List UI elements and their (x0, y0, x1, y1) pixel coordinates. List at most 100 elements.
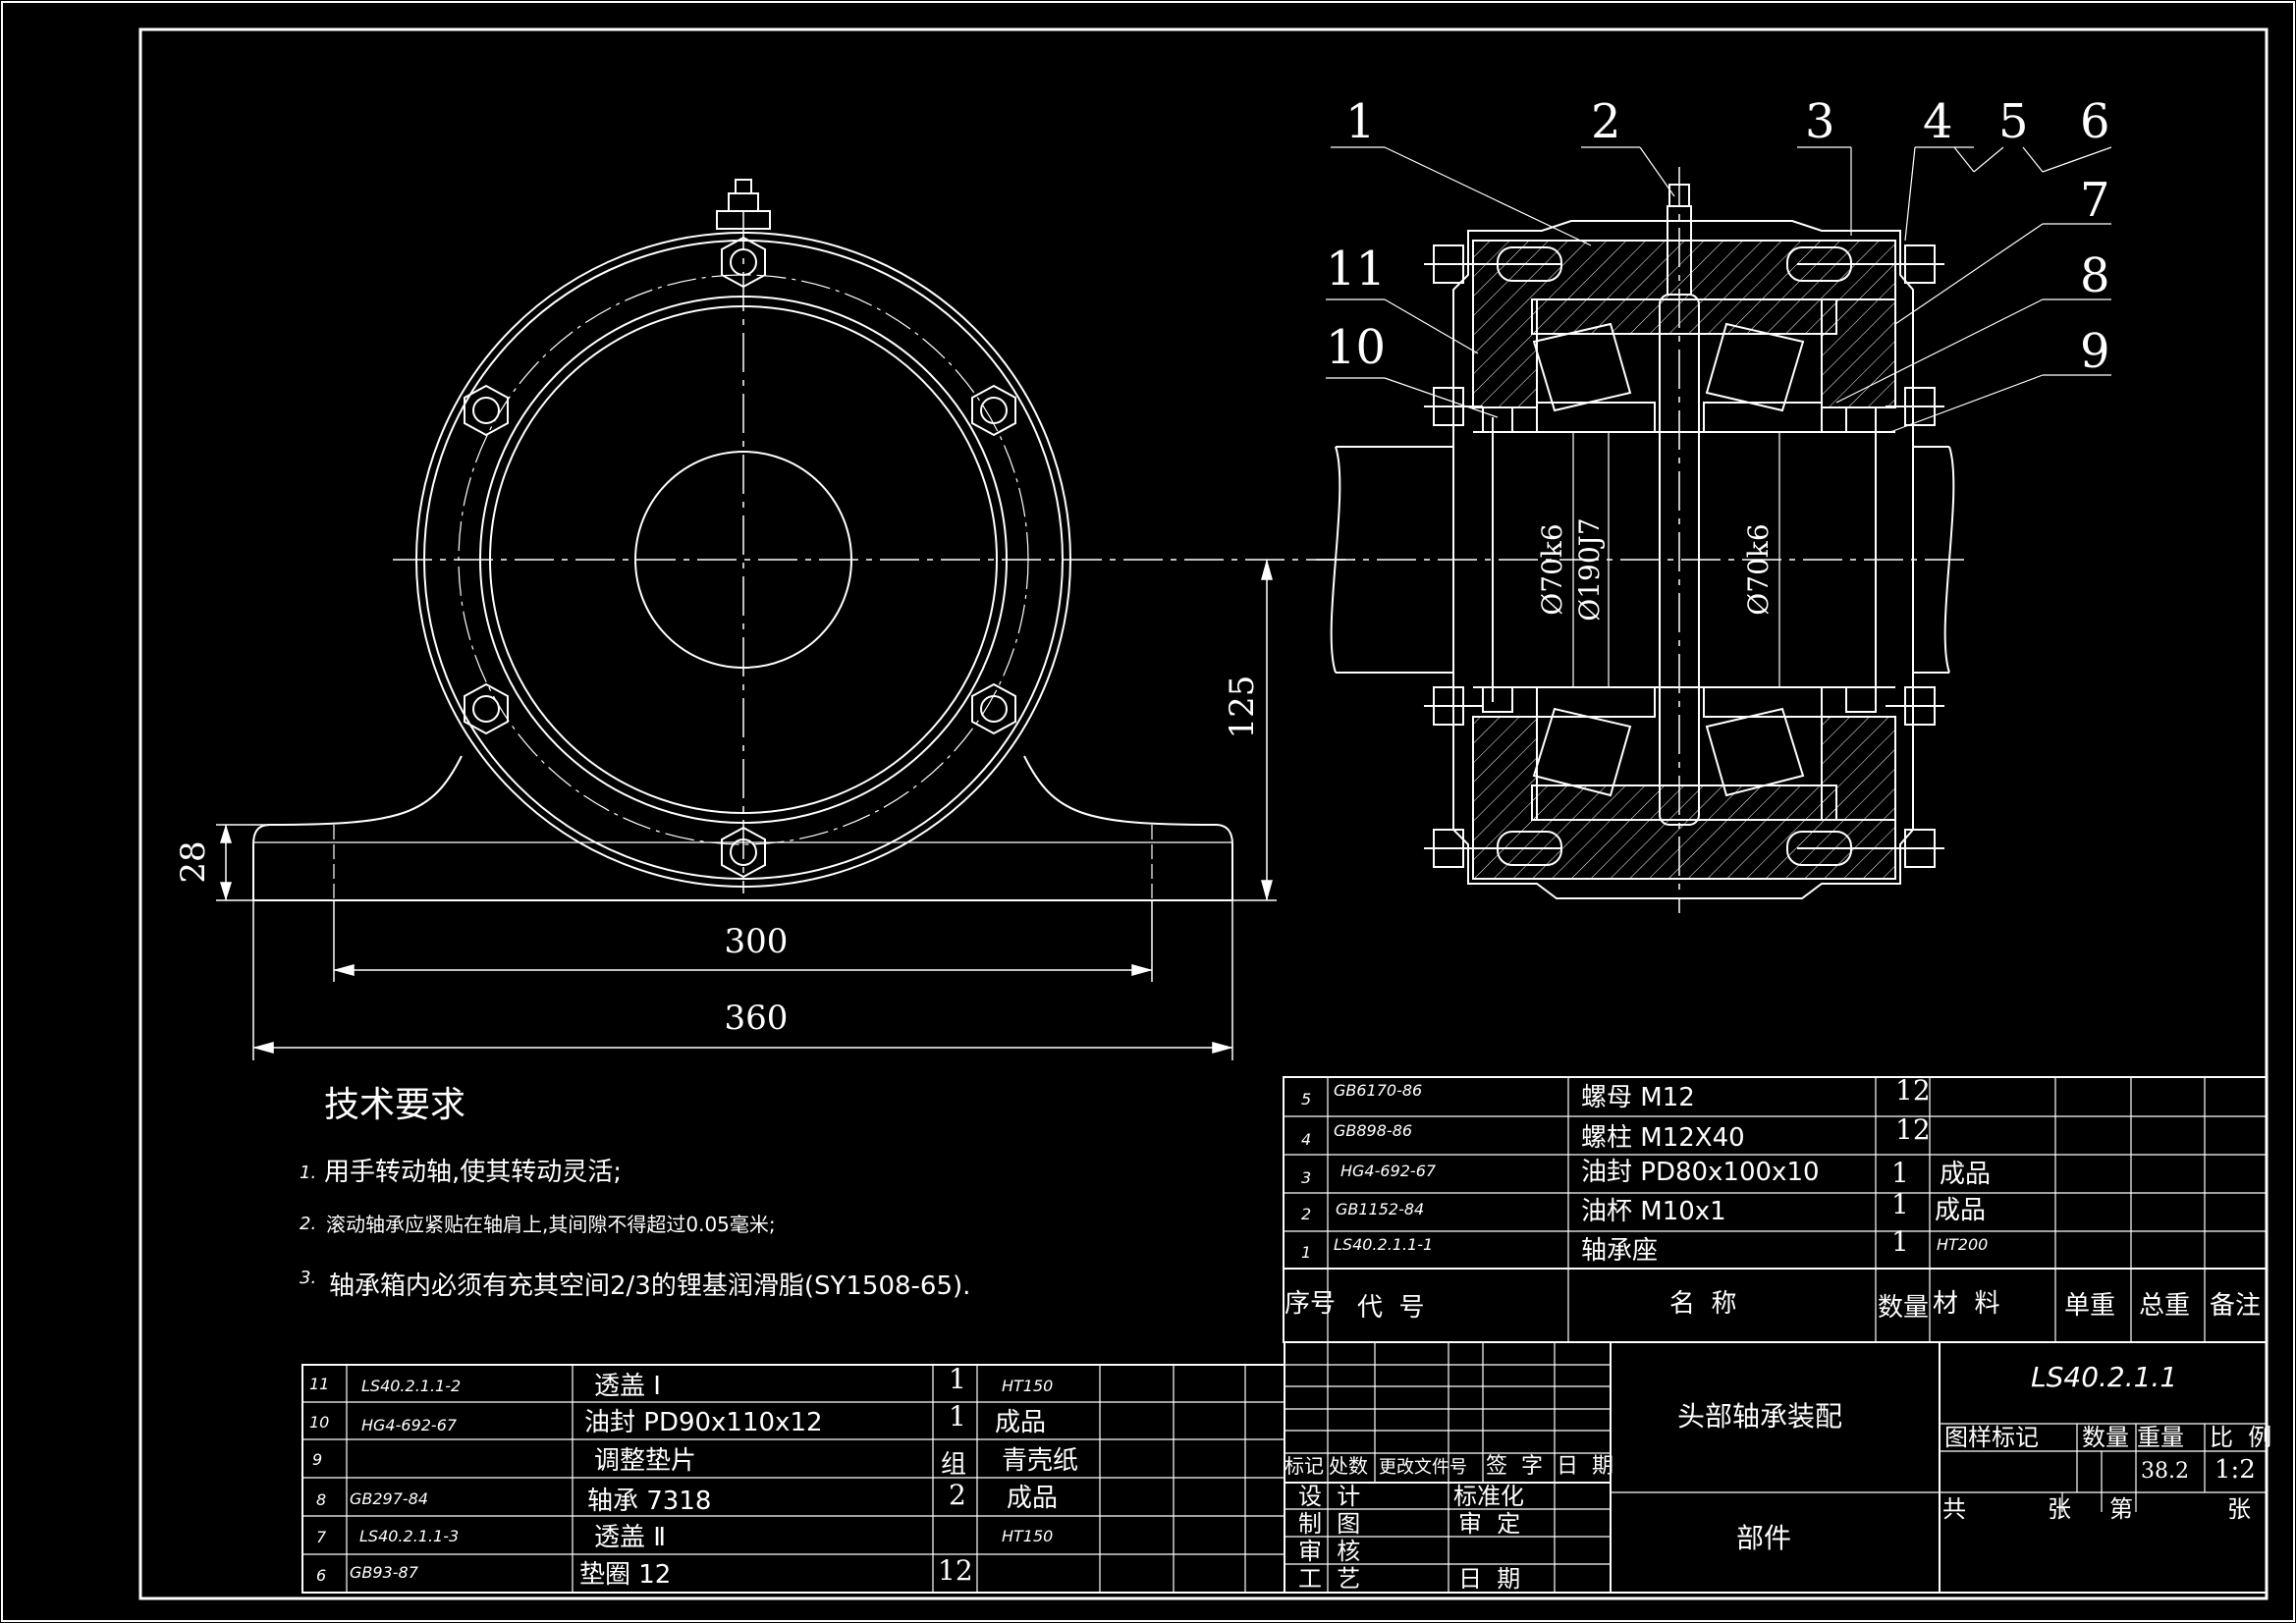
front-view (252, 179, 1355, 901)
label-total: 共 (1942, 1495, 1966, 1523)
bom-code: GB898-86 (1334, 1121, 1412, 1140)
bom-no: 2 (1301, 1205, 1311, 1223)
bom-qty: 1 (1891, 1188, 1909, 1220)
tech-item-1: 用手转动轴,使其转动灵活; (324, 1158, 622, 1187)
bom-qty: 2 (949, 1479, 966, 1511)
bom-material: 成品 (1935, 1196, 1986, 1225)
label-check: 审 核 (1298, 1538, 1360, 1565)
bom-header-no: 序号 (1285, 1289, 1336, 1319)
callout-4: 4 (1923, 94, 1953, 149)
bom-header-qty: 数量 (1878, 1293, 1929, 1323)
table-row: 7 LS40.2.1.1-3 透盖 Ⅱ HT150 (316, 1523, 1053, 1552)
label-approve: 审 定 (1458, 1510, 1520, 1538)
label-quantity: 数量 (2082, 1424, 2129, 1451)
label-design: 设 计 (1298, 1483, 1360, 1510)
dim-28: 28 (174, 840, 213, 883)
scale-value: 1:2 (2214, 1455, 2256, 1485)
bom-material: HT200 (1937, 1235, 1988, 1254)
callout-8: 8 (2080, 248, 2110, 303)
bom-no: 7 (316, 1528, 327, 1546)
bom-name: 轴承 7318 (587, 1487, 711, 1516)
bom-qty: 12 (1895, 1074, 1931, 1107)
bom-no: 9 (312, 1450, 322, 1469)
bom-name: 调整垫片 (594, 1446, 696, 1476)
drawing-number: LS40.2.1.1 (2031, 1361, 2177, 1393)
label-weight: 重量 (2137, 1424, 2184, 1451)
label-page: 第 (2109, 1495, 2133, 1523)
dim-125: 125 (1223, 676, 1262, 739)
bom-name: 透盖 Ⅱ (594, 1523, 666, 1552)
tech-item-3-no: 3. (300, 1268, 316, 1288)
label-sign: 签 字 (1486, 1454, 1543, 1479)
bom-qty: 12 (1895, 1113, 1931, 1146)
label-sample-mark: 图样标记 (1944, 1424, 2039, 1451)
bom-name: 螺母 M12 (1581, 1083, 1695, 1112)
bom-qty: 1 (949, 1400, 966, 1433)
callout-3: 3 (1805, 94, 1835, 149)
bom-code: LS40.2.1.1-2 (361, 1377, 461, 1395)
dim-360: 360 (725, 999, 789, 1038)
section-bolts (1424, 244, 1944, 868)
tech-requirements: 技术要求 1. 用手转动轴,使其转动灵活; 2. 滚动轴承应紧贴在轴肩上,其间隙… (300, 1085, 970, 1301)
dim-shaft-fit-left: Ø70k6 (1536, 523, 1568, 615)
bom-material: HT150 (1002, 1377, 1053, 1395)
table-row: 3 HG4-692-67 油封 PD80x100x10 1 成品 (1301, 1157, 1991, 1189)
label-draw: 制 图 (1298, 1510, 1360, 1538)
section-view (1316, 146, 2112, 913)
callout-10: 10 (1326, 320, 1386, 375)
unit-label: 部件 (1736, 1522, 1791, 1554)
label-change-doc: 更改文件号 (1379, 1457, 1467, 1478)
dim-housing-fit: Ø190J7 (1573, 517, 1606, 621)
tech-item-2-no: 2. (300, 1214, 316, 1234)
bom-qty: 组 (941, 1450, 966, 1480)
title-block: LS40.2.1.1 头部轴承装配 部件 标记 处数 更改文件号 签 字 日 期… (1285, 1361, 2271, 1593)
table-row: 11 LS40.2.1.1-2 透盖 Ⅰ 1 HT150 (309, 1363, 1053, 1401)
bom-upper-grid (1283, 1076, 2268, 1343)
weight-value: 38.2 (2141, 1459, 2189, 1484)
bom-header-name: 名 称 (1669, 1289, 1737, 1319)
bom-no: 8 (316, 1490, 326, 1509)
dim-shaft-fit-right: Ø70k6 (1742, 523, 1775, 615)
table-row: 10 HG4-692-67 油封 PD90x110x12 1 成品 (309, 1400, 1046, 1437)
table-row: 4 GB898-86 螺柱 M12X40 12 (1301, 1113, 1931, 1153)
bom-qty: 1 (1891, 1157, 1909, 1189)
label-date2: 日 期 (1458, 1565, 1520, 1593)
label-sheets2: 张 (2227, 1495, 2251, 1523)
table-row: 5 GB6170-86 螺母 M12 12 (1301, 1074, 1931, 1112)
bom-no: 3 (1301, 1168, 1311, 1187)
bom-header-unit-weight: 单重 (2064, 1291, 2115, 1321)
drawing-title: 头部轴承装配 (1677, 1400, 1842, 1433)
table-row: 9 调整垫片 组 青壳纸 (312, 1446, 1078, 1480)
label-count: 处数 (1329, 1454, 1368, 1478)
table-row: 1 LS40.2.1.1-1 轴承座 1 HT200 (1301, 1225, 1988, 1266)
bom-code: LS40.2.1.1-1 (1334, 1235, 1433, 1254)
tech-item-1-no: 1. (300, 1163, 316, 1183)
bom-name: 螺柱 M12X40 (1581, 1123, 1745, 1153)
bom-material: 成品 (1940, 1160, 1991, 1189)
bom-no: 5 (1301, 1090, 1311, 1109)
bom-no: 1 (1301, 1243, 1311, 1262)
callout-6: 6 (2080, 94, 2110, 149)
bom-code: HG4-692-67 (361, 1416, 458, 1434)
bom-lower-rows: 11 LS40.2.1.1-2 透盖 Ⅰ 1 HT150 10 HG4-692-… (309, 1363, 1078, 1590)
bom-name: 垫圈 12 (579, 1560, 671, 1590)
bom-code: LS40.2.1.1-3 (359, 1527, 459, 1545)
bom-code: GB93-87 (350, 1563, 419, 1582)
label-standard: 标准化 (1453, 1483, 1524, 1510)
bom-no: 6 (316, 1566, 326, 1585)
label-craft: 工 艺 (1298, 1565, 1360, 1593)
bom-upper-rows: 5 GB6170-86 螺母 M12 12 4 GB898-86 螺柱 M12X… (1285, 1074, 2261, 1323)
bom-code: HG4-692-67 (1340, 1162, 1437, 1180)
bom-name: 油封 PD90x110x12 (584, 1408, 823, 1437)
bom-name: 油封 PD80x100x10 (1581, 1158, 1820, 1187)
callout-leaders (1326, 146, 2112, 433)
callout-2: 2 (1591, 94, 1621, 149)
bom-lower-grid (301, 1364, 1285, 1594)
callout-11: 11 (1326, 242, 1386, 297)
bom-header-code: 代 号 (1357, 1293, 1425, 1323)
bom-material: 成品 (995, 1408, 1046, 1437)
label-mark: 标记 (1285, 1454, 1324, 1478)
bom-material: 青壳纸 (1002, 1446, 1078, 1476)
bom-qty: 1 (1891, 1225, 1909, 1258)
